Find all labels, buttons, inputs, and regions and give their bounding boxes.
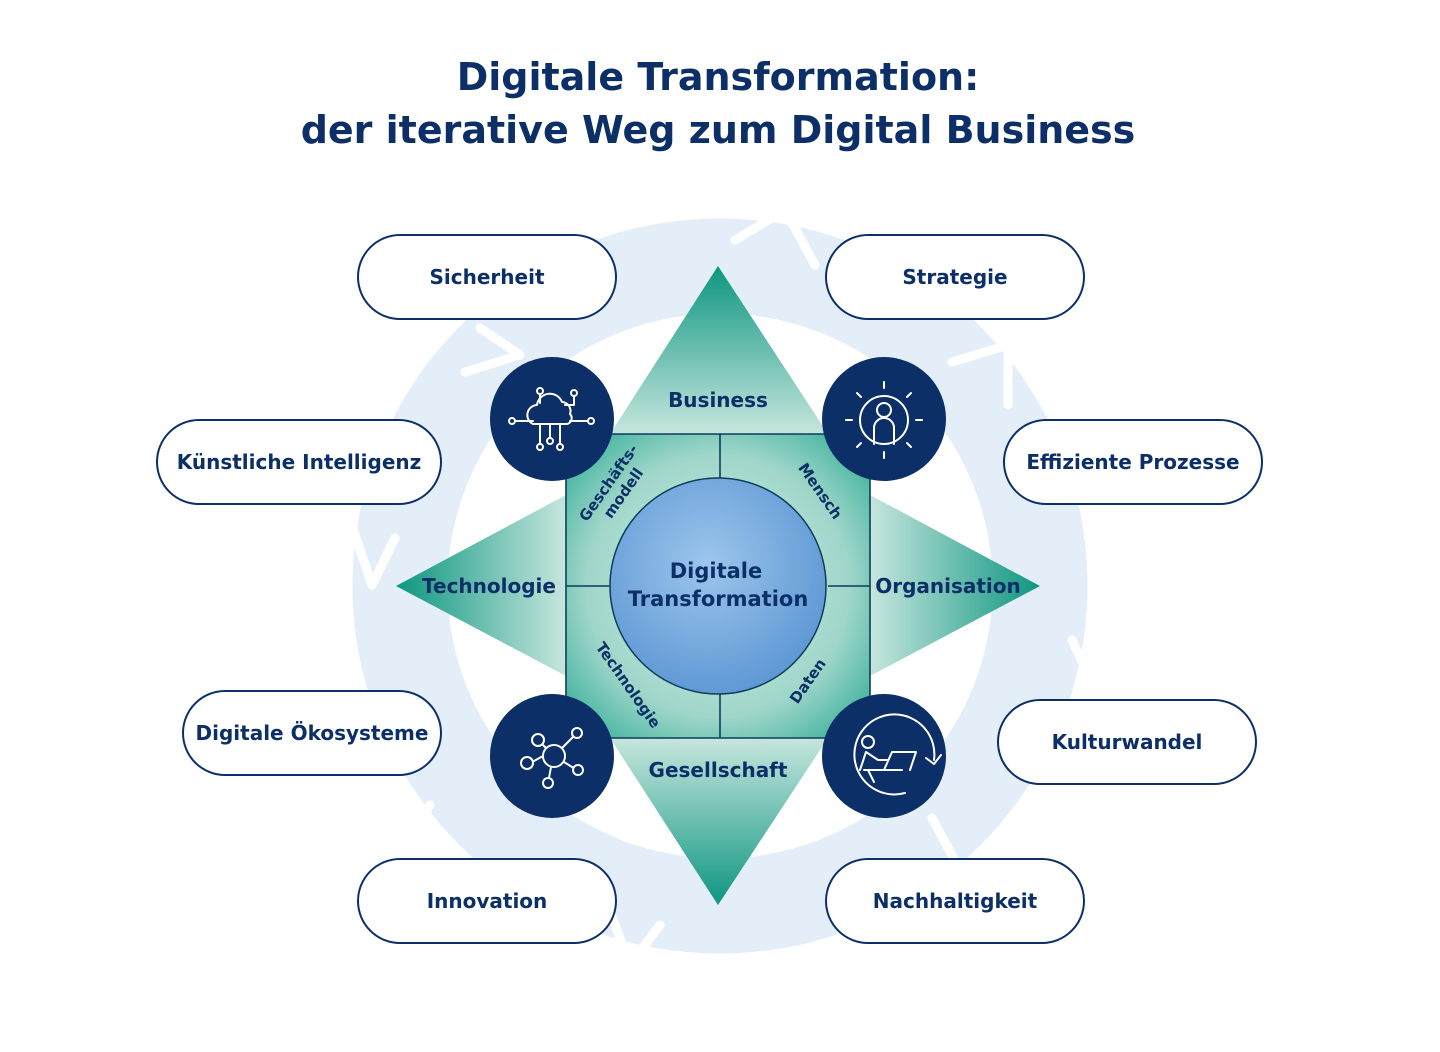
pill-kuenstliche-intelligenz: Künstliche Intelligenz	[156, 419, 442, 505]
pill-digitale-oekosysteme: Digitale Ökosysteme	[182, 690, 442, 776]
pill-label-digitale-oekosysteme: Digitale Ökosysteme	[196, 721, 429, 745]
pill-sicherheit: Sicherheit	[357, 234, 617, 320]
star-label-technologie: Technologie	[422, 574, 556, 598]
pill-nachhaltigkeit: Nachhaltigkeit	[825, 858, 1085, 944]
center-label-line-1: Digitale	[670, 559, 763, 583]
title-line-2: der iterative Weg zum Digital Business	[301, 108, 1136, 152]
pill-label-kuenstliche-intelligenz: Künstliche Intelligenz	[177, 450, 422, 474]
pill-label-effiziente-prozesse: Effiziente Prozesse	[1026, 450, 1239, 474]
star-arm-bottom	[610, 738, 828, 905]
pill-label-sicherheit: Sicherheit	[430, 265, 545, 289]
pill-strategie: Strategie	[825, 234, 1085, 320]
star-label-organisation: Organisation	[875, 574, 1021, 598]
network-hub-icon	[490, 694, 614, 818]
person-idea-icon	[822, 357, 946, 481]
star-arm-top	[610, 266, 828, 434]
pill-label-strategie: Strategie	[902, 265, 1007, 289]
pill-label-innovation: Innovation	[427, 889, 548, 913]
star-label-gesellschaft: Gesellschaft	[649, 758, 788, 782]
title-line-1: Digitale Transformation:	[457, 55, 980, 99]
star-arm-left	[396, 495, 566, 676]
pill-effiziente-prozesse: Effiziente Prozesse	[1003, 419, 1263, 505]
pill-label-nachhaltigkeit: Nachhaltigkeit	[873, 889, 1038, 913]
center-circle	[609, 477, 827, 695]
pill-innovation: Innovation	[357, 858, 617, 944]
center-label-line-2: Transformation	[628, 587, 809, 611]
pill-label-kulturwandel: Kulturwandel	[1052, 730, 1203, 754]
person-laptop-cycle-icon	[822, 694, 946, 818]
cloud-network-icon	[490, 357, 614, 481]
star-arm-right	[870, 495, 1040, 676]
star-label-business: Business	[668, 388, 768, 412]
pill-kulturwandel: Kulturwandel	[997, 699, 1257, 785]
